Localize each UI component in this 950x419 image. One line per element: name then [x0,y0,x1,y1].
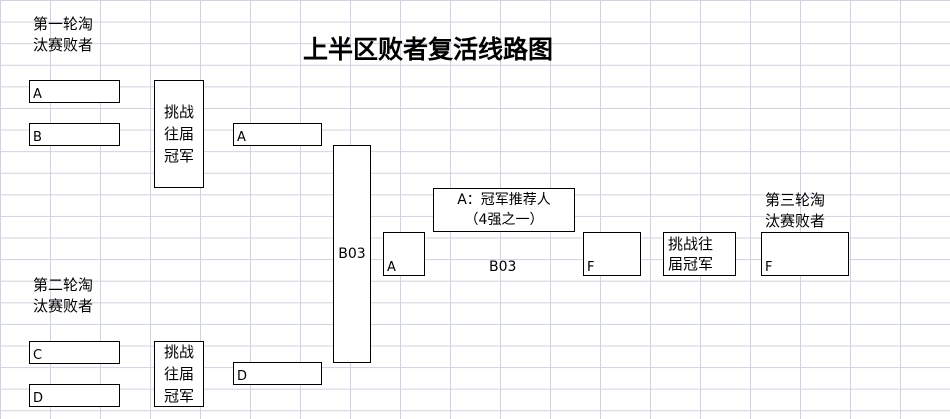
seed-box-f-right2: F [761,232,849,276]
bo3-vertical-label: B03 [338,246,366,262]
seed-box-d-bottom: D [29,384,120,407]
round3-losers-label: 第三轮淘 汰赛败者 [765,190,825,232]
seed-box-a-top: A [29,80,120,103]
challenge-former-champion-top: 挑战 往届 冠军 [154,80,204,188]
challenge-bottom-line3: 冠军 [163,387,194,405]
round2-losers-line1: 第二轮淘 [33,276,94,294]
challenge-right-line2: 届冠军 [668,255,714,273]
round3-losers-line2: 汰赛败者 [765,212,826,230]
bo3-vertical-box: B03 [333,145,371,363]
challenge-bottom-line2: 往届 [163,365,194,383]
recommender-line2: （4强之一） [464,212,544,228]
bo3-middle-label: B03 [489,259,517,275]
seed-box-d-mid: D [233,362,322,385]
round2-losers-line2: 汰赛败者 [33,297,94,315]
seed-box-b-top: B [29,123,120,146]
round1-losers-label: 第一轮淘 汰赛败者 [33,14,93,56]
challenge-top-line1: 挑战 [163,103,194,121]
seed-box-a-right: A [383,232,425,276]
seed-box-c-bottom: C [29,341,120,364]
recommender-line1: A：冠军推荐人 [457,192,551,208]
diagram-title: 上半区败者复活线路图 [303,35,554,64]
round1-losers-line2: 汰赛败者 [33,36,94,54]
round1-losers-line1: 第一轮淘 [33,15,94,33]
round2-losers-label: 第二轮淘 汰赛败者 [33,275,93,317]
challenge-right-line1: 挑战往 [668,235,714,253]
challenge-top-line2: 往届 [163,125,194,143]
round3-losers-line1: 第三轮淘 [765,191,826,209]
challenge-former-champion-right: 挑战往 届冠军 [663,232,736,276]
champion-recommender-box: A：冠军推荐人 （4强之一） [433,188,575,232]
challenge-former-champion-bottom: 挑战 往届 冠军 [154,341,204,407]
challenge-top-line3: 冠军 [163,147,194,165]
seed-box-a-mid: A [233,123,322,146]
challenge-bottom-line1: 挑战 [163,343,194,361]
seed-box-f-right1: F [583,232,641,276]
